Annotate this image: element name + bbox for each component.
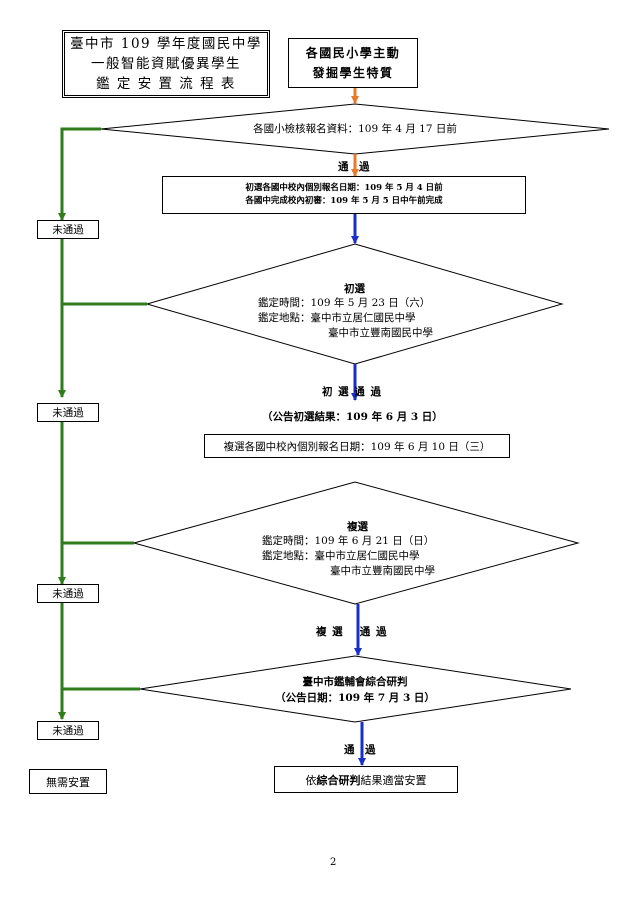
fail-box-2: 未通過 — [37, 403, 99, 422]
pass-label-1: 通 過 — [338, 161, 370, 173]
flowchart-title: 臺中市 109 學年度國民中學 一般智能資賦優異學生 鑑 定 安 置 流 程 表 — [62, 30, 270, 98]
no-placement-box: 無需安置 — [29, 769, 107, 794]
registration-line-1: 初選各國中校內個別報名日期：109 年 5 月 4 日前 — [245, 183, 443, 193]
fail-path-1 — [58, 127, 101, 221]
fail-box-2-label: 未通過 — [52, 407, 84, 419]
final-post: 結果適當安置 — [360, 773, 427, 787]
fail-box-1: 未通過 — [37, 220, 99, 239]
fail-box-3-label: 未通過 — [52, 588, 84, 600]
committee-title: 臺中市鑑輔會綜合研判 — [302, 676, 408, 688]
initial-place-2: 臺中市立豐南國民中學 — [328, 327, 433, 339]
initial-time: 鑑定時間：109 年 5 月 23 日（六） — [258, 297, 431, 309]
start-line-2: 發掘學生特質 — [312, 66, 394, 80]
fail-box-4-label: 未通過 — [52, 725, 84, 737]
title-line-2: 一般智能資賦優異學生 — [91, 56, 241, 72]
final-pre: 依 — [305, 773, 317, 787]
second-place-2: 臺中市立豐南國民中學 — [330, 565, 435, 577]
check-registration-text: 各國小檢核報名資料：109 年 4 月 17 日前 — [253, 123, 457, 135]
second-registration-text: 複選各國中校內個別報名日期：109 年 6 月 10 日（三） — [223, 440, 491, 453]
decision-second-selection — [132, 481, 580, 605]
page-number: 2 — [330, 857, 337, 868]
announce-initial-result: （公告初選結果：109 年 6 月 3 日） — [262, 411, 443, 423]
decision-initial-selection — [145, 243, 564, 365]
title-line-1: 臺中市 109 學年度國民中學 — [70, 36, 262, 52]
title-line-3: 鑑 定 安 置 流 程 表 — [96, 76, 236, 92]
fail-box-3: 未通過 — [37, 584, 99, 603]
pass-label-committee: 通 過 — [344, 744, 376, 756]
start-line-1: 各國民小學主動 — [305, 46, 401, 60]
registration-line-2: 各國中完成校內初審：109 年 5 月 5 日中午前完成 — [245, 196, 443, 206]
fail-box-1-label: 未通過 — [52, 224, 84, 236]
second-place-1: 鑑定地點：臺中市立居仁國民中學 — [262, 550, 420, 562]
no-placement-label: 無需安置 — [46, 775, 90, 789]
decision-committee-review — [139, 655, 572, 723]
start-box: 各國民小學主動 發掘學生特質 — [288, 38, 418, 88]
second-time: 鑑定時間：109 年 6 月 21 日（日） — [262, 535, 435, 547]
final-bold: 綜合研判 — [316, 773, 361, 787]
second-title: 複選 — [347, 521, 368, 533]
fail-box-4: 未通過 — [37, 721, 99, 740]
registration-box: 初選各國中校內個別報名日期：109 年 5 月 4 日前 各國中完成校內初審：1… — [162, 176, 526, 214]
initial-title: 初選 — [344, 283, 365, 295]
final-placement-box: 依綜合研判結果適當安置 — [274, 766, 458, 793]
pass-label-second: 複 選 通 過 — [316, 626, 388, 638]
committee-date: （公告日期：109 年 7 月 3 日） — [275, 692, 435, 704]
decision-check-registration — [100, 103, 610, 155]
pass-label-initial: 初 選 通 過 — [322, 386, 382, 398]
second-registration-box: 複選各國中校內個別報名日期：109 年 6 月 10 日（三） — [204, 434, 510, 458]
initial-place-1: 鑑定地點：臺中市立居仁國民中學 — [258, 312, 416, 324]
